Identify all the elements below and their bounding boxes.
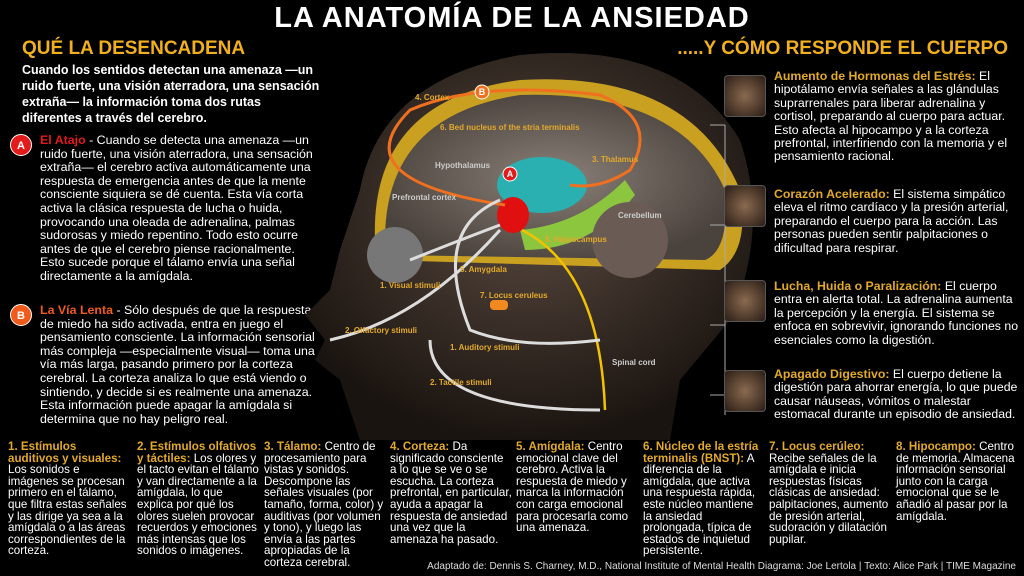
definition-text: Da significado consciente a lo que se ve… (390, 440, 512, 546)
response-stress-hormones: Aumento de Hormonas del Estrés: El hipot… (774, 69, 1019, 164)
response-text: El cuerpo detiene la digestión para ahor… (774, 367, 1018, 422)
label-spinal: Spinal cord (612, 358, 656, 367)
right-heading: .....Y CÓMO RESPONDE EL CUERPO (677, 38, 1008, 59)
olfactory-stimuli-path (329, 229, 502, 342)
label-tactile: 2. Tactile stimuli (430, 378, 492, 387)
label-cerebellum: Cerebellum (618, 211, 662, 220)
label-bnst: 6. Bed nucleus of the stria terminalis (440, 123, 580, 132)
response-digestion: Apagado Digestivo: El cuerpo detiene la … (774, 367, 1019, 422)
visual-stimuli-path (409, 223, 501, 262)
definition-title: 2. Estímulos olfativos y táctiles: (137, 440, 257, 465)
label-cortex: 4. Cortex (415, 93, 450, 102)
definition-4: 4. Corteza: Da significado consciente a … (390, 441, 512, 545)
stomach-icon (724, 370, 766, 412)
eye (367, 227, 423, 283)
response-text: El cuerpo entra en alerta total. La adre… (774, 279, 1019, 347)
credits-footer: Adaptado de: Dennis S. Charney, M.D., Na… (427, 561, 1016, 572)
label-prefrontal: Prefrontal cortex (392, 193, 457, 202)
left-heading: QUÉ LA DESENCADENA (22, 38, 246, 59)
definition-7: 7. Locus cerúleo: Recibe señales de la a… (769, 441, 891, 545)
definition-text: Centro emocional clave del cerebro. Acti… (516, 440, 629, 535)
cerebellum (592, 202, 668, 278)
bracket-lines (710, 124, 726, 415)
adrenal-gland-icon (724, 75, 766, 117)
label-amygdala: 5. Amygdala (460, 265, 507, 274)
definition-title: 5. Amígdala: (516, 440, 585, 453)
definition-8: 8. Hipocampo: Centro de memoria. Almacen… (896, 441, 1018, 522)
route-b-text: - Sólo después de que la respuesta de mi… (40, 303, 315, 426)
definition-2: 2. Estímulos olfativos y táctiles: Los o… (137, 441, 259, 557)
route-a-text: - Cuando se detecta una amenaza —un ruid… (40, 133, 313, 283)
response-fight-flight: Lucha, Huida o Paralización: El cuerpo e… (774, 279, 1019, 347)
definition-title: 7. Locus cerúleo: (769, 440, 865, 453)
definition-text: Centro de procesamiento para vistas y so… (264, 440, 384, 569)
label-hippocampus: 8. Hippocampus (545, 235, 607, 244)
definition-6: 6. Núcleo de la estría terminalis (BNST)… (643, 441, 765, 557)
label-visual: 1. Visual stimuli (380, 281, 440, 290)
definition-text: Centro de memoria. Almacena información … (896, 440, 1015, 523)
auditory-stimuli-path (454, 198, 601, 345)
response-title: Lucha, Huida o Paralización: (774, 279, 942, 293)
response-text: El hipotálamo envía señales a las glándu… (774, 69, 1008, 164)
label-olfactory: 2. Olfactory stimuli (345, 326, 417, 335)
marker-a: A (507, 169, 514, 179)
label-locus: 7. Locus ceruleus (480, 291, 548, 300)
intro-text: Cuando los sentidos detectan una amenaza… (22, 63, 320, 125)
marker-b: B (479, 87, 486, 97)
locus-ceruleus (490, 300, 508, 310)
definition-title: 4. Corteza: (390, 440, 450, 453)
route-a-title: El Atajo (40, 133, 86, 147)
hippocampus (520, 180, 635, 250)
definition-1: 1. Estímulos auditivos y visuales: Los s… (8, 441, 130, 557)
definition-title: 1. Estímulos auditivos y visuales: (8, 440, 122, 465)
definition-text: Los olores y el tacto evitan el tálamo y… (137, 451, 259, 558)
response-text: El sistema simpático eleva el ritmo card… (774, 187, 1009, 255)
amygdala (497, 197, 529, 233)
page-title: LA ANATOMÍA DE LA ANSIEDAD (274, 2, 750, 34)
badge-b: B (10, 304, 32, 326)
definition-text: Los sonidos e imágenes se procesan prime… (8, 463, 127, 558)
definition-title: 8. Hipocampo: (896, 440, 976, 453)
definition-5: 5. Amígdala: Centro emocional clave del … (516, 441, 638, 534)
definition-title: 3. Tálamo: (264, 440, 322, 453)
heart-icon (724, 185, 766, 227)
definition-3: 3. Tálamo: Centro de procesamiento para … (264, 441, 386, 569)
tactile-stimuli-path (428, 339, 601, 412)
response-title: Corazón Acelerado: (774, 187, 890, 201)
response-heart: Corazón Acelerado: El sistema simpático … (774, 187, 1019, 255)
spinal-arrow (521, 228, 607, 411)
route-b-title: La Vía Lenta (40, 303, 113, 317)
badge-a: A (10, 134, 32, 156)
route-a: A El Atajo - Cuando se detecta una amena… (10, 133, 320, 284)
definition-title: 6. Núcleo de la estría terminalis (BNST)… (643, 440, 759, 465)
brain-diagram: B A 4. Cortex 6. Bed nucleus of the stri… (305, 53, 753, 440)
definition-text: A diferencia de la amígdala, que activa … (643, 451, 756, 558)
label-auditory: 1. Auditory stimuli (450, 343, 520, 352)
label-thalamus: 3. Thalamus (592, 155, 639, 164)
route-b: B La Vía Lenta - Sólo después de que la … (10, 303, 320, 426)
response-title: Aumento de Hormonas del Estrés: (774, 69, 976, 83)
response-title: Apagado Digestivo: (774, 367, 890, 381)
route-b-arrow (387, 88, 642, 207)
label-hypothalamus: Hypothalamus (435, 161, 491, 170)
muscle-icon (724, 280, 766, 322)
definition-text: Recibe señales de la amígdala e inicia r… (769, 451, 889, 546)
